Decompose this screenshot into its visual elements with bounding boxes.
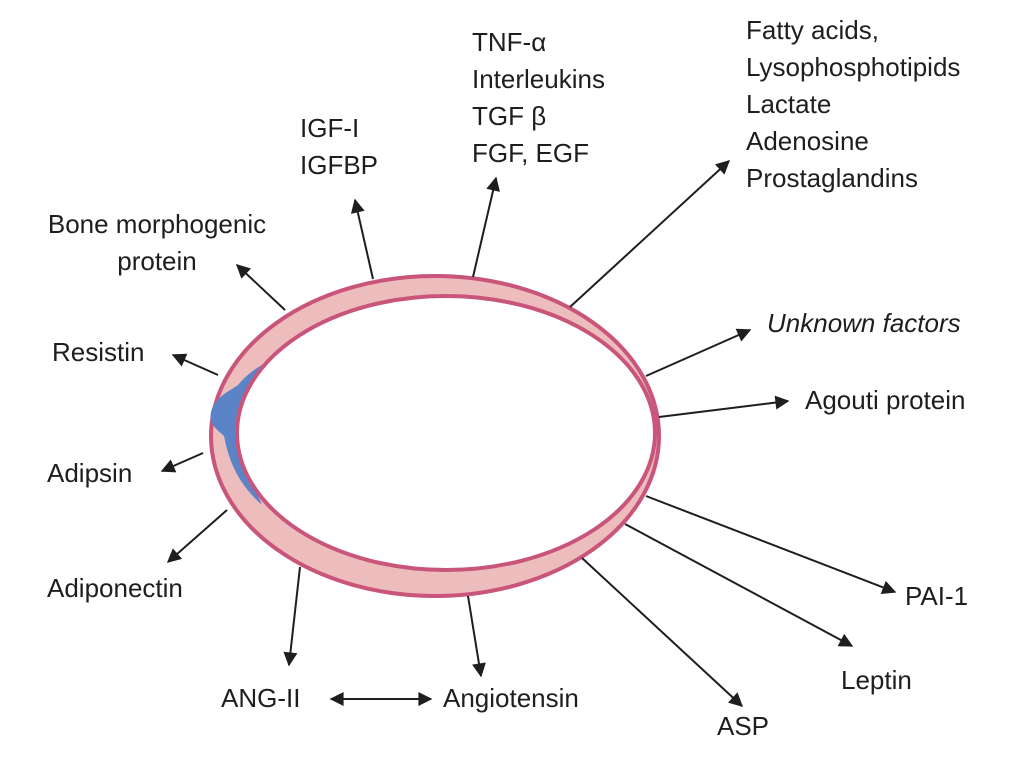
adipocyte-cell (209, 274, 661, 598)
label-asp: ASP (717, 711, 770, 741)
label-bmp-line: protein (117, 246, 197, 276)
label-bmp-line: Bone morphogenic (47, 209, 267, 239)
label-lipids-line: Adenosine (746, 126, 869, 156)
label-igf-line: IGF-I (300, 113, 360, 143)
label-unknown-factors: Unknown factors (767, 308, 961, 338)
arrow-agouti (658, 395, 790, 418)
arrow-adiponectin (166, 509, 228, 563)
label-cytokines-line: TGF β (472, 101, 547, 131)
label-bmp: Bone morphogenic protein (24, 206, 290, 280)
label-cytokines-line: Interleukins (472, 64, 605, 94)
nucleus (210, 355, 290, 505)
arrow-cytokines (472, 176, 500, 278)
arrow-angiotensin (467, 595, 486, 678)
label-adiponectin: Adiponectin (47, 573, 183, 603)
arrow-igf (350, 198, 374, 280)
label-adipsin: Adipsin (47, 458, 133, 488)
label-igf: IGF-I IGFBP (300, 110, 378, 184)
label-cytokines-line: FGF, EGF (472, 138, 589, 168)
label-cytokines: TNF-α Interleukins TGF β FGF, EGF (472, 24, 605, 172)
label-cytokines-line: TNF-α (472, 27, 547, 57)
label-pai1: PAI-1 (905, 581, 969, 611)
label-lipids-line: Fatty acids, (746, 15, 879, 45)
lipid-droplet (235, 294, 657, 572)
label-lipids-line: Lactate (746, 89, 832, 119)
label-igf-line: IGFBP (300, 150, 379, 180)
label-lipids-line: Lysophosphotipids (746, 52, 961, 82)
label-lipids-line: Prostaglandins (746, 163, 918, 193)
label-leptin: Leptin (841, 665, 912, 695)
label-lipids: Fatty acids, Lysophosphotipids Lactate A… (746, 12, 960, 197)
arrow-unknown (645, 328, 752, 377)
secretion-arrows (160, 160, 897, 707)
arrow-resistin (171, 353, 219, 376)
label-agouti: Agouti protein (805, 385, 966, 415)
arrow-pai1 (645, 495, 897, 594)
arrow-leptin (624, 523, 854, 647)
arrow-adipsin (160, 452, 204, 473)
arrow-ang2 (283, 566, 301, 667)
arrow-lipids (569, 160, 731, 308)
arrow-asp (581, 557, 744, 707)
label-ang2: ANG-II (221, 683, 301, 713)
arrow-bmp (235, 264, 286, 311)
label-angiotensin: Angiotensin (443, 683, 579, 713)
label-resistin: Resistin (52, 337, 145, 367)
